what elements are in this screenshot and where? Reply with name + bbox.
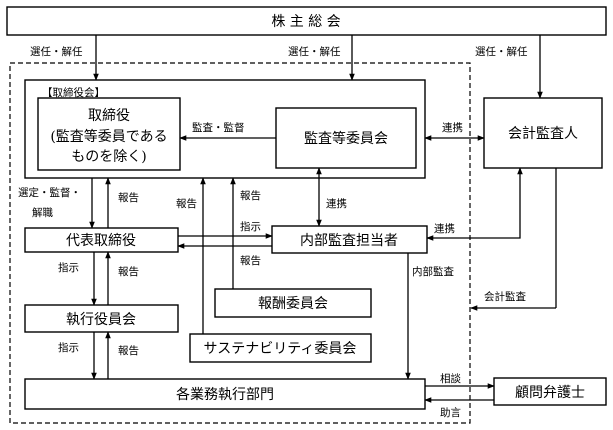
label-elect-right: 選任・解任 xyxy=(475,45,528,58)
sustainability-committee-box: サステナビリティ委員会 xyxy=(189,333,372,363)
compensation-committee-label: 報酬委員会 xyxy=(258,296,328,312)
directors-label-line1: 取締役 xyxy=(88,107,130,124)
audit-committee-box: 監査等委員会 xyxy=(275,107,417,169)
legal-advisor-label: 顧問弁護士 xyxy=(515,385,585,401)
label-select-line2: 解職 xyxy=(32,206,53,219)
label-report-rep-board: 報告 xyxy=(118,191,139,204)
business-departments-box: 各業務執行部門 xyxy=(24,378,426,410)
shareholders-meeting-box: 株 主 総 会 xyxy=(6,6,607,36)
executive-committee-box: 執行役員会 xyxy=(24,304,179,333)
label-consult: 相談 xyxy=(440,372,461,385)
audit-committee-label: 監査等委員会 xyxy=(304,130,388,147)
directors-label-line2: (監査等委員である xyxy=(50,128,167,145)
executive-committee-label: 執行役員会 xyxy=(66,312,136,328)
compensation-committee-box: 報酬委員会 xyxy=(214,288,372,318)
directors-label-line3: ものを除く) xyxy=(71,149,146,165)
label-instruct-rep-internal: 指示 xyxy=(240,220,261,233)
label-report-sustainability-board: 報告 xyxy=(176,197,197,210)
label-report-dept-exec: 報告 xyxy=(118,344,139,357)
arrow-coop-internal-accounting xyxy=(426,167,523,241)
label-coop-internal-accounting: 連携 xyxy=(434,222,455,235)
label-advice: 助言 xyxy=(440,406,461,419)
label-report-compensation-board: 報告 xyxy=(240,189,261,202)
shareholders-meeting-label: 株 主 総 会 xyxy=(271,14,340,30)
accounting-auditor-label: 会計監査人 xyxy=(508,125,578,142)
company-boundary xyxy=(9,62,471,424)
label-select-line1: 選定・監督・ xyxy=(18,186,81,199)
internal-audit-box: 内部監査担当者 xyxy=(271,225,428,254)
legal-advisor-box: 顧問弁護士 xyxy=(493,377,607,406)
label-elect-left: 選任・解任 xyxy=(30,45,83,58)
representative-director-box: 代表取締役 xyxy=(24,227,179,253)
label-instruct-rep-exec: 指示 xyxy=(58,261,79,274)
directors-box: 取締役 (監査等委員である ものを除く) xyxy=(37,97,181,171)
label-internal-audit: 内部監査 xyxy=(412,265,454,278)
label-instruct-exec-dept: 指示 xyxy=(58,341,79,354)
label-audit-supervise: 監査・監督 xyxy=(192,121,245,134)
label-elect-mid: 選任・解任 xyxy=(288,45,341,58)
label-report-exec-rep: 報告 xyxy=(118,265,139,278)
representative-director-label: 代表取締役 xyxy=(66,232,136,249)
label-coop-audit-accounting: 連携 xyxy=(442,121,463,134)
accounting-auditor-box: 会計監査人 xyxy=(483,97,603,169)
sustainability-committee-label: サステナビリティ委員会 xyxy=(204,341,357,357)
label-report-internal-rep: 報告 xyxy=(240,254,261,267)
board-header-label: 【取締役会】 xyxy=(42,86,105,99)
internal-audit-label: 内部監査担当者 xyxy=(300,232,398,249)
label-coop-audit-internal: 連携 xyxy=(326,197,347,210)
business-departments-label: 各業務執行部門 xyxy=(176,387,274,403)
label-accounting-audit: 会計監査 xyxy=(484,290,526,303)
